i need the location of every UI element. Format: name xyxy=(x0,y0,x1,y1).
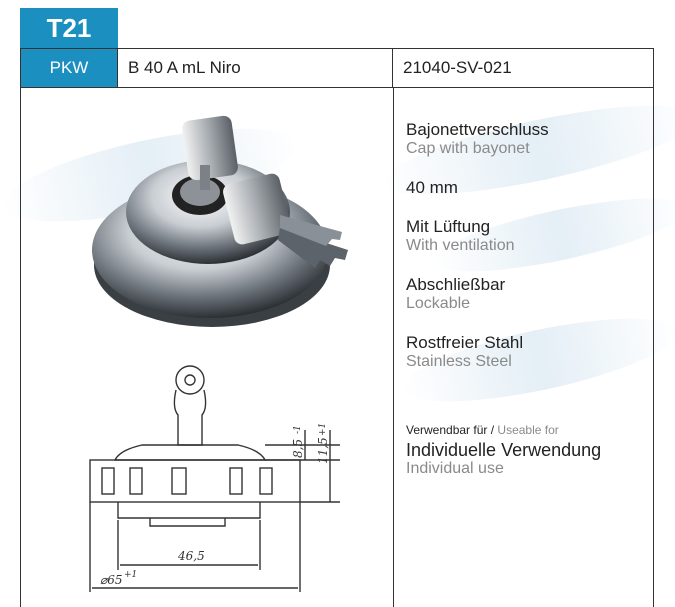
article-number-cell: 21040-SV-021 xyxy=(393,48,654,88)
spec-label-en: Stainless Steel xyxy=(406,353,512,370)
category-cell: PKW xyxy=(20,48,118,88)
content-frame xyxy=(20,88,654,607)
usage-value-en: Individual use xyxy=(406,460,504,477)
usage-label-de: Verwendbar für / xyxy=(406,423,495,437)
product-tag: T21 xyxy=(20,8,118,48)
spec-item: 40 mm xyxy=(406,178,458,198)
dimension-inner-label: 46,5 xyxy=(177,549,205,563)
spec-label-de: Abschließbar xyxy=(406,275,506,294)
spec-label-de: Rostfreier Stahl xyxy=(406,333,524,352)
usage-value-de: Individuelle Verwendung xyxy=(406,440,602,460)
technical-drawing: 46,5 ⌀65 +1 8,5 -1 11,5 +1 xyxy=(89,365,340,592)
spec-label-en: With ventilation xyxy=(406,237,515,254)
usage-label-en: Useable for xyxy=(497,423,559,437)
spec-item: Mit Lüftung With ventilation xyxy=(406,217,515,255)
dimension-diameter-tolerance: +1 xyxy=(124,570,137,580)
dimension-height1-label: 8,5 xyxy=(291,439,305,458)
column-divider xyxy=(393,88,394,607)
spec-item: Abschließbar Lockable xyxy=(406,275,505,313)
dimension-height2-label: 11,5 xyxy=(316,437,330,464)
spec-item: Bajonettverschluss Cap with bayonet xyxy=(406,120,549,158)
spec-label-de: Mit Lüftung xyxy=(406,217,491,236)
dimension-height1-tolerance: -1 xyxy=(293,425,303,434)
usage-label: Verwendbar für / Useable for xyxy=(406,423,559,437)
fuel-cap-photo xyxy=(92,115,348,327)
spec-label-en: Cap with bayonet xyxy=(406,140,530,157)
model-cell: B 40 A mL Niro xyxy=(118,48,393,88)
spec-label-en: Lockable xyxy=(406,295,471,312)
dimension-diameter-label: ⌀65 xyxy=(100,573,123,587)
dimension-height2-tolerance: +1 xyxy=(318,423,328,436)
spec-label-de: Bajonettverschluss xyxy=(406,120,549,139)
spec-item: Rostfreier Stahl Stainless Steel xyxy=(406,333,523,371)
spec-label-de: 40 mm xyxy=(406,178,458,197)
